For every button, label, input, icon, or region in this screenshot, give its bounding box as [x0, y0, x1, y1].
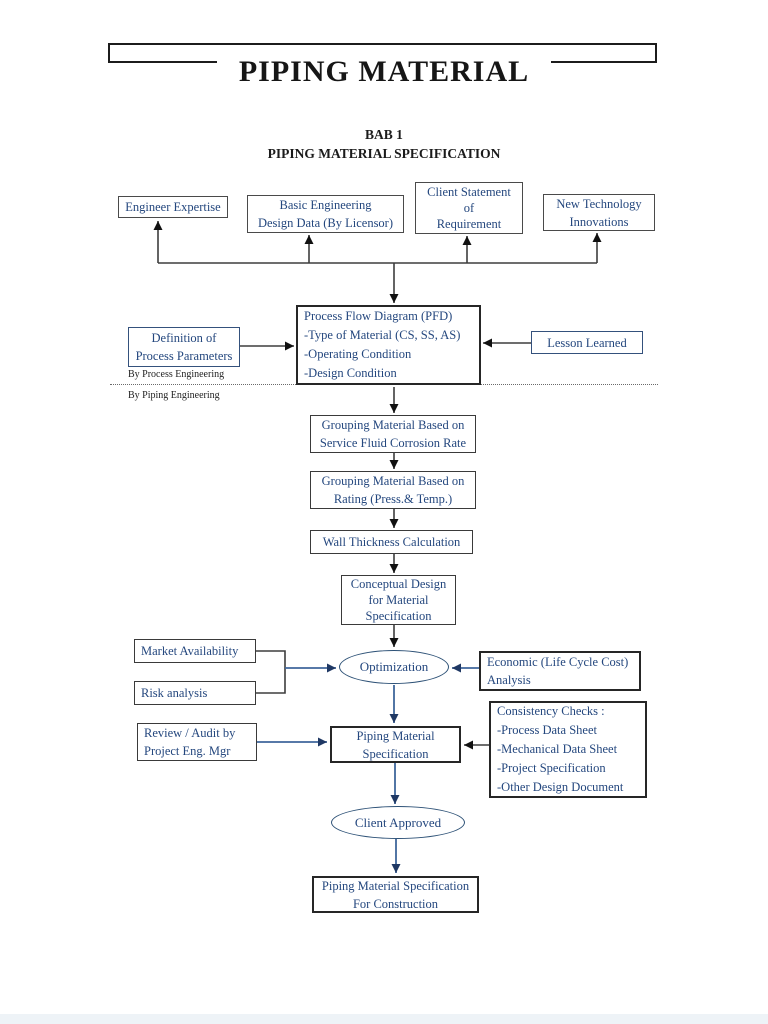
- node-client-statement: Client Statement of Requirement: [415, 182, 523, 234]
- node-text: for Material: [368, 593, 429, 607]
- node-consistency-checks: Consistency Checks : -Process Data Sheet…: [489, 701, 647, 798]
- node-text: Risk analysis: [141, 686, 208, 700]
- node-lesson-learned: Lesson Learned: [531, 331, 643, 354]
- node-text: of: [463, 201, 475, 215]
- node-text: Optimization: [359, 659, 429, 674]
- node-text: For Construction: [352, 896, 439, 911]
- node-text: Client Approved: [354, 814, 442, 830]
- node-text: Wall Thickness Calculation: [322, 535, 461, 549]
- node-conceptual-design: Conceptual Design for Material Specifica…: [341, 575, 456, 625]
- node-text: Piping Material: [356, 728, 435, 743]
- node-text: Specification: [362, 746, 429, 761]
- node-text: Specification: [365, 609, 432, 623]
- node-client-approved-ellipse: Client Approved: [331, 806, 465, 839]
- node-text: Project Eng. Mgr: [144, 744, 231, 758]
- node-text: -Design Condition: [304, 366, 397, 380]
- node-final-specification: Piping Material Specification For Constr…: [312, 876, 479, 913]
- node-text: Client Statement: [427, 185, 511, 199]
- by-process-engineering-label: By Process Engineering: [128, 369, 225, 380]
- node-text: -Project Specification: [497, 761, 606, 775]
- node-text: Definition of: [151, 331, 217, 345]
- node-text: -Type of Material (CS, SS, AS): [304, 328, 461, 342]
- node-market-availability: Market Availability: [134, 639, 256, 663]
- node-text: Engineer Expertise: [125, 200, 221, 214]
- node-text: Analysis: [487, 673, 531, 687]
- node-optimization-ellipse: Optimization: [339, 650, 449, 684]
- node-text: Economic (Life Cycle Cost): [487, 655, 629, 669]
- node-process-flow-diagram: Process Flow Diagram (PFD) -Type of Mate…: [296, 305, 481, 385]
- node-definition-process-parameters: Definition of Process Parameters: [128, 327, 240, 367]
- page-footer-strip: [0, 1014, 768, 1024]
- node-text: Process Parameters: [135, 349, 233, 363]
- node-grouping-corrosion: Grouping Material Based on Service Fluid…: [310, 415, 476, 453]
- node-text: Rating (Press.& Temp.): [333, 492, 453, 506]
- node-text: Piping Material Specification: [321, 878, 470, 893]
- node-text: Consistency Checks :: [497, 704, 605, 718]
- node-basic-engineering: Basic Engineering Design Data (By Licens…: [247, 195, 404, 233]
- page-title-text: PIPING MATERIAL: [216, 55, 552, 88]
- node-text: Design Data (By Licensor): [257, 216, 394, 230]
- node-text: Innovations: [569, 214, 629, 229]
- node-piping-material-specification: Piping Material Specification: [330, 726, 461, 763]
- node-risk-analysis: Risk analysis: [134, 681, 256, 705]
- node-wall-thickness: Wall Thickness Calculation: [310, 530, 473, 554]
- node-text: -Process Data Sheet: [497, 723, 597, 737]
- node-economic-analysis: Economic (Life Cycle Cost) Analysis: [479, 651, 641, 691]
- node-grouping-rating: Grouping Material Based on Rating (Press…: [310, 471, 476, 509]
- node-engineer-expertise: Engineer Expertise: [118, 196, 228, 218]
- node-new-technology: New Technology Innovations: [543, 194, 655, 231]
- page-title: PIPING MATERIAL: [0, 55, 768, 89]
- node-text: Basic Engineering: [279, 198, 372, 212]
- node-text: -Other Design Document: [497, 780, 624, 794]
- node-text: Lesson Learned: [547, 335, 627, 350]
- node-text: Service Fluid Corrosion Rate: [319, 436, 467, 450]
- node-review-audit: Review / Audit by Project Eng. Mgr: [137, 723, 257, 761]
- node-text: Process Flow Diagram (PFD): [304, 309, 453, 323]
- node-text: Conceptual Design: [350, 577, 447, 591]
- node-text: Review / Audit by: [144, 726, 236, 740]
- node-text: -Mechanical Data Sheet: [497, 742, 618, 756]
- by-piping-engineering-label: By Piping Engineering: [128, 390, 220, 401]
- node-text: Requirement: [436, 217, 502, 231]
- node-text: Market Availability: [141, 644, 239, 658]
- node-text: New Technology: [556, 196, 642, 211]
- chapter-heading: BAB 1: [365, 127, 403, 142]
- chapter-subheading: PIPING MATERIAL SPECIFICATION: [267, 146, 501, 161]
- node-text: Grouping Material Based on: [321, 474, 465, 488]
- node-text: -Operating Condition: [304, 347, 412, 361]
- node-text: Grouping Material Based on: [321, 418, 465, 432]
- market-risk-bracket: [256, 650, 286, 694]
